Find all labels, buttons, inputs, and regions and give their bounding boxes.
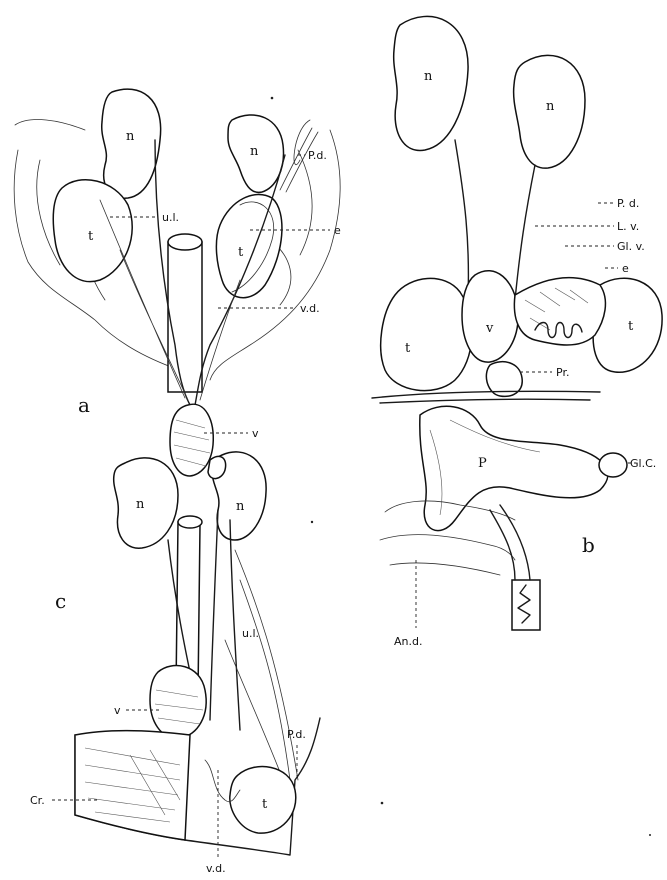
label-a-vd: v.d. bbox=[300, 302, 320, 315]
rectum-c-top bbox=[178, 516, 202, 528]
label-c-t: t bbox=[262, 797, 268, 812]
ligament-c-fan bbox=[225, 550, 298, 785]
label-b-t-right: t bbox=[628, 319, 634, 334]
kidney-c-right-cap bbox=[208, 456, 226, 478]
rectum-top bbox=[168, 234, 202, 250]
print-speck bbox=[311, 521, 313, 523]
label-c-pd: P.d. bbox=[287, 728, 306, 741]
label-b-t-left: t bbox=[405, 341, 411, 356]
panel-b-letter: b bbox=[582, 533, 595, 557]
label-c-ul: u.l. bbox=[242, 627, 259, 640]
print-speck bbox=[381, 802, 384, 805]
label-b-n-left: n bbox=[424, 69, 433, 84]
label-b-pr: Pr. bbox=[556, 366, 569, 379]
kidney-c-left bbox=[114, 458, 178, 548]
rectum-cylinder bbox=[168, 242, 202, 392]
label-b-glv: Gl. v. bbox=[617, 240, 645, 253]
label-b-n-right: n bbox=[546, 99, 555, 114]
vesicle-b bbox=[462, 271, 518, 362]
label-a-n-right: n bbox=[250, 144, 259, 159]
label-a-ul: u.l. bbox=[162, 211, 179, 224]
print-speck bbox=[271, 97, 274, 100]
label-b-p: P bbox=[478, 456, 487, 471]
gland-c-b bbox=[599, 453, 627, 477]
label-a-pd: P.d. bbox=[308, 149, 327, 162]
label-c-cr: Cr. bbox=[30, 794, 45, 807]
panel-b: n n P. d. L. v. Gl. v. e v t t Pr. P Gl.… bbox=[372, 16, 662, 648]
anal-duct-end bbox=[512, 580, 540, 630]
anal-duct-tube bbox=[490, 505, 530, 580]
penis-b bbox=[420, 406, 608, 530]
label-c-n-right: n bbox=[236, 499, 245, 514]
label-a-t-left: t bbox=[88, 229, 94, 244]
ureter-b-left bbox=[455, 140, 468, 300]
label-a-e: e bbox=[334, 224, 341, 237]
label-b-pd: P. d. bbox=[617, 197, 639, 210]
label-c-v: v bbox=[114, 704, 121, 717]
panel-c: n n u.l. v P.d. Cr. t v.d. c bbox=[30, 452, 320, 875]
label-c-vd: v.d. bbox=[206, 862, 226, 875]
label-a-v: v bbox=[252, 427, 259, 440]
gland-b-mass bbox=[514, 278, 605, 345]
label-b-v: v bbox=[485, 321, 494, 336]
label-b-and: An.d. bbox=[394, 635, 422, 648]
cremaster-c bbox=[75, 730, 190, 840]
testis-b-left bbox=[381, 278, 472, 390]
panel-a-letter: a bbox=[78, 393, 90, 417]
duct-c-2 bbox=[210, 510, 218, 720]
label-b-glc: Gl.C. bbox=[630, 457, 656, 470]
label-b-e: e bbox=[622, 262, 629, 275]
vesicle-c bbox=[150, 666, 206, 739]
label-a-n-left: n bbox=[126, 129, 135, 144]
ureter-b-right bbox=[515, 165, 535, 300]
panel-c-letter: c bbox=[55, 589, 66, 613]
vesicle-a bbox=[170, 404, 213, 476]
pelvic-line bbox=[372, 391, 600, 403]
testis-right bbox=[216, 194, 282, 297]
print-speck bbox=[649, 834, 651, 836]
label-c-n-left: n bbox=[136, 497, 145, 512]
label-a-t-right: t bbox=[238, 245, 244, 260]
label-b-lv: L. v. bbox=[617, 220, 639, 233]
duct-c-3 bbox=[230, 520, 240, 730]
panel-a: n n t t u.l. P.d. e v.d. v a bbox=[14, 89, 341, 476]
